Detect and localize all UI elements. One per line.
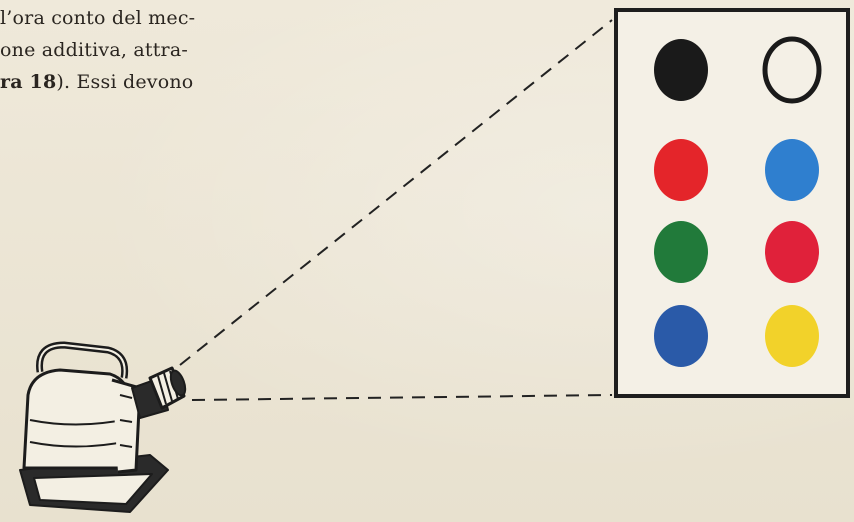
beam-upper-line xyxy=(180,20,612,365)
color-dot xyxy=(654,221,708,283)
color-dot xyxy=(765,139,819,201)
color-dot xyxy=(654,39,708,101)
beam-lower-line xyxy=(192,395,612,400)
color-dot xyxy=(765,221,819,283)
slide-projector-icon xyxy=(20,345,188,512)
color-dot xyxy=(654,305,708,367)
color-dot xyxy=(765,305,819,367)
color-dot xyxy=(654,139,708,201)
